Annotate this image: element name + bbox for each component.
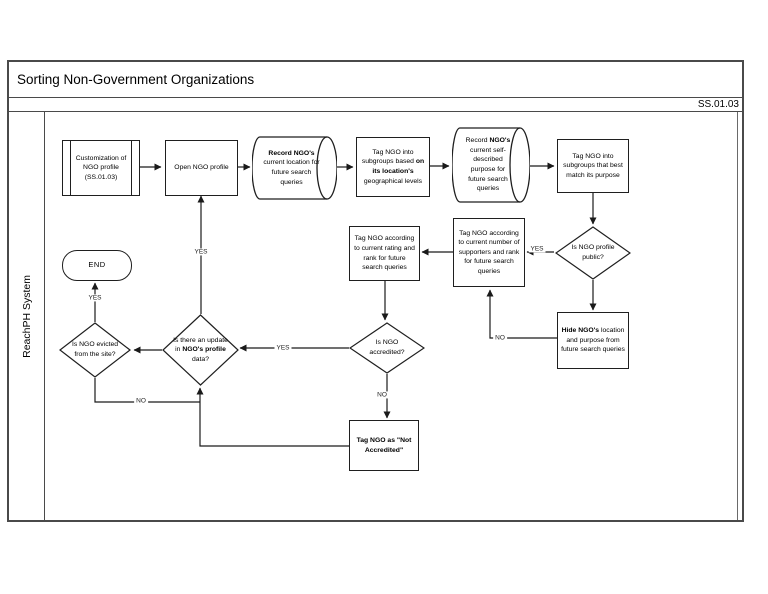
process-tag-not-accredited: Tag NGO as "Not Accredited"	[349, 420, 419, 471]
process-tag-purpose: Tag NGO into subgroups that best match i…	[557, 139, 629, 193]
process-tag-supporters: Tag NGO according to current number of s…	[453, 218, 525, 287]
swimlane-label: ReachPH System	[20, 274, 33, 358]
data-record-location: Record NGO's current location for future…	[252, 136, 337, 200]
edge-label-yes-public: YES	[528, 245, 546, 253]
node-label: Is NGO evicted from the site?	[71, 341, 119, 358]
ref-bar: SS.01.03	[9, 98, 742, 112]
node-label: Hide NGO's location and purpose from fut…	[561, 327, 625, 354]
node-label: Is NGO accredited?	[369, 339, 405, 356]
predefined-bar-left	[70, 141, 71, 195]
node-label: Is NGO profile public?	[571, 244, 615, 261]
node-label: Tag NGO according to current number of s…	[458, 229, 520, 275]
node-label: Record NGO's current self-described purp…	[465, 137, 511, 193]
node-label: Record NGO's current location for future…	[263, 149, 320, 186]
data-record-purpose: Record NGO's current self-described purp…	[452, 127, 530, 203]
process-open-ngo-profile: Open NGO profile	[165, 140, 238, 196]
node-label: Tag NGO according to current rating and …	[354, 235, 415, 272]
decision-ngo-evicted: Is NGO evicted from the site?	[59, 322, 131, 378]
edge-label-no-accredited: NO	[375, 391, 389, 399]
node-label: Customization of NGO profile (SS.01.03)	[75, 154, 127, 181]
decision-ngo-accredited: Is NGO accredited?	[349, 322, 425, 374]
edge-label-no-hide: NO	[493, 334, 507, 342]
predefined-process-customization: Customization of NGO profile (SS.01.03)	[62, 140, 140, 196]
node-label: Tag NGO into subgroups based on its loca…	[361, 148, 425, 185]
edge-label-yes-update: YES	[192, 248, 210, 256]
diagram-frame: Sorting Non-Government Organizations SS.…	[7, 60, 744, 522]
node-label: Tag NGO as "Not Accredited"	[356, 436, 412, 454]
swimlane-right-border	[737, 112, 738, 520]
process-hide-ngo-profile: Hide NGO's location and purpose from fut…	[557, 312, 629, 369]
swimlane-header: ReachPH System	[9, 112, 45, 520]
ref-code: SS.01.03	[697, 99, 739, 110]
edge-label-no-evicted: NO	[134, 397, 148, 405]
title-bar: Sorting Non-Government Organizations	[9, 62, 742, 98]
node-label: Open NGO profile	[174, 164, 229, 172]
terminator-end: END	[62, 250, 132, 281]
node-label: Is there an update in NGO's profile data…	[173, 336, 228, 363]
process-tag-geography: Tag NGO into subgroups based on its loca…	[356, 137, 430, 197]
node-label: END	[88, 260, 106, 270]
process-tag-rating: Tag NGO according to current rating and …	[349, 226, 420, 281]
page-title: Sorting Non-Government Organizations	[17, 72, 255, 87]
node-label: Tag NGO into subgroups that best match i…	[563, 152, 623, 179]
decision-profile-update: Is there an update in NGO's profile data…	[162, 314, 239, 386]
edge-label-yes-evicted: YES	[86, 294, 104, 302]
edge-label-yes-accredited: YES	[274, 344, 292, 352]
predefined-bar-right	[131, 141, 132, 195]
decision-ngo-profile-public: Is NGO profile public?	[555, 226, 631, 280]
